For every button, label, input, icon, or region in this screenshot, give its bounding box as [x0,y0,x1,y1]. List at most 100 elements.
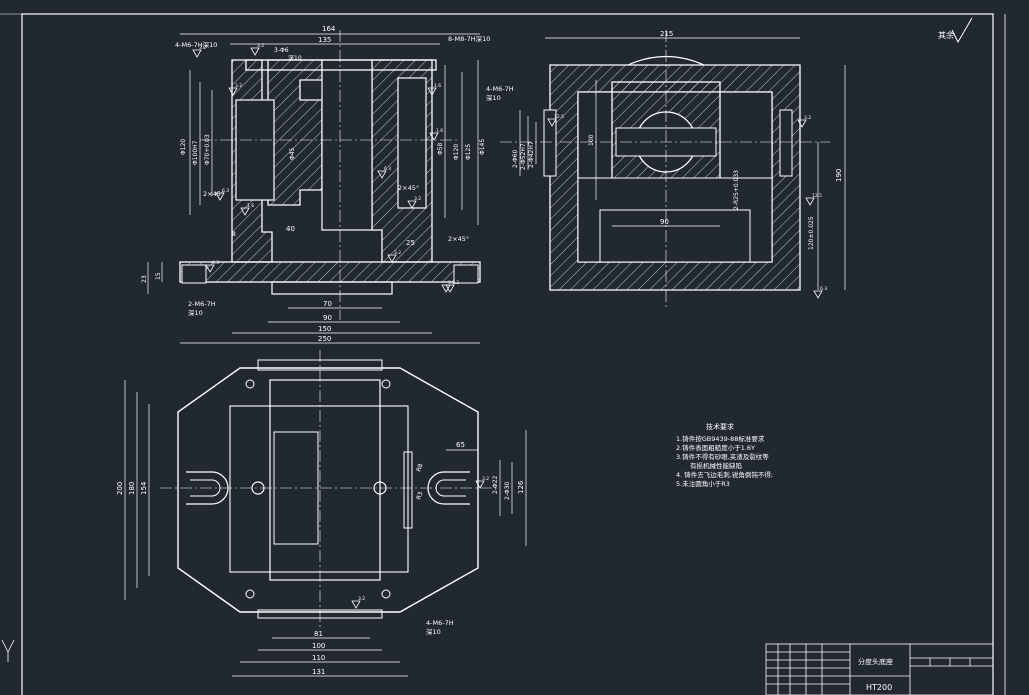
dim-front-d45: Φ45 [289,147,296,160]
dim-top-154: 154 [140,481,148,495]
dim-top-131: 131 [312,668,325,676]
roughness-symbol-icon [377,170,387,179]
roughness-value: 3.2 [257,43,264,49]
dim-side-d42: 2-Φ42H7 [528,141,535,168]
dim-front-25: 25 [406,239,415,247]
roughness-value: 3.2 [394,250,401,256]
roughness-value: 6.3 [222,188,229,194]
dim-front-150: 150 [318,325,331,333]
dim-top-thread: 4-M6-7H [426,619,454,627]
dim-front-chamfer1: 2×45° [203,190,224,198]
roughness-value: 3.2 [358,596,365,602]
roughness-symbol-icon [951,17,973,44]
ucs-axis-icon [1,639,15,662]
roughness-symbol-icon [387,254,397,263]
roughness-value: 12.5 [554,114,564,120]
dim-front-164: 164 [322,25,336,33]
roughness-value: 6.3 [384,166,391,172]
roughness-symbol-icon [805,197,815,206]
side-view: 215 4-M6-7H 深10 2-Φ60 2-Φ52H7 2-Φ42H7 10… [486,30,846,310]
front-view: 164 135 3-Φ6 深10 4-M6-7H深10 8-M8-7H深10 Φ… [141,25,490,344]
roughness-symbol-icon [475,480,485,489]
dim-top-thread-depth: 深10 [426,627,441,636]
dim-front-bore-top: 3-Φ6 [274,47,289,54]
dim-front-d100: Φ100H7 [192,140,199,165]
dim-front-bottom-depth: 深10 [188,308,203,317]
tech-req-line-6: 5.未注圆角小于R3 [676,479,730,488]
dim-front-250: 250 [318,335,331,343]
roughness-value: 3.2 [199,45,206,51]
dim-front-base-23: 23 [141,275,148,283]
dim-front-d120-left: Φ120 [180,139,187,155]
dim-front-135: 135 [318,36,331,44]
dim-front-chamfer3: 2×45° [448,235,469,243]
roughness-value: 6.3 [820,286,827,292]
roughness-symbol-icon [205,264,215,273]
dim-top-r3: R3 [415,491,424,501]
dim-top-200: 200 [116,482,124,495]
tech-requirements: 技术要求 1.铸件按GB9439-88标准要求 2.铸件表面粗糙度小于1.6Y … [676,422,773,488]
dim-front-70: 70 [323,300,332,308]
roughness-symbol-icon [250,47,260,56]
tech-req-title: 技术要求 [706,422,734,431]
dim-top-126: 126 [517,480,525,494]
roughness-symbol-icon [813,290,823,299]
dim-front-bottom-thread: 2-M6-7H [188,300,216,308]
roughness-symbol-icon [427,87,437,96]
roughness-value: 1.6 [434,83,441,89]
roughness-symbol-icon [192,49,202,58]
roughness-value: 3.2 [482,476,489,482]
title-material: HT200 [866,683,892,692]
tech-req-line-3: 3.铸件不得有砂眼,夹渣及裂纹等 [676,452,769,461]
dim-top-180: 180 [128,482,136,495]
title-part-name: 分度头底座 [858,657,893,666]
roughness-symbol-icon [215,192,225,201]
roughness-symbol-icon [240,207,250,216]
dim-front-d58: Φ58 [437,142,444,155]
drawing-frame [0,13,994,695]
dim-top-81: 81 [314,630,323,638]
dim-side-d52: 2-Φ52H7 [520,143,527,170]
dim-side-90: 90 [660,218,669,226]
roughness-value: 3.2 [452,280,459,286]
dim-front-d120-right: Φ120 [453,144,460,160]
tech-req-line-2: 2.铸件表面粗糙度小于1.6Y [676,443,755,452]
dim-side-thread-depth: 深10 [486,93,501,102]
dim-side-215: 215 [660,30,673,38]
roughness-value: 1.6 [436,128,443,134]
dim-side-r25: 2-R25+0.033 [733,170,740,210]
dim-side-d60: 2-Φ60 [512,149,519,168]
dim-front-chamfer2: 2×45° [398,184,419,192]
dim-front-d145: Φ145 [479,139,486,155]
dim-top-d30: 2-Φ30 [504,481,511,500]
dim-front-d70: Φ70+0.03 [204,134,211,165]
dim-top-65: 65 [456,441,465,449]
roughness-note: 其余 [938,30,954,40]
roughness-value: 3.2 [235,83,242,89]
dim-front-90: 90 [323,314,332,322]
dim-side-190: 190 [835,169,843,182]
dim-side-120: 120±0.025 [808,216,815,250]
dim-top-110: 110 [312,654,325,662]
roughness-symbol-icon [547,118,557,127]
roughness-value: 3.2 [448,280,455,286]
roughness-symbol-icon [797,119,807,128]
roughness-symbol-icon [351,600,361,609]
roughness-symbol-icon [228,87,238,96]
title-block [765,643,994,695]
dim-front-40: 40 [286,225,295,233]
roughness-value: 3.2 [414,196,421,202]
top-view: 200 180 154 R8 R3 65 2-Φ30 2-Φ22 126 4-M… [116,350,527,677]
dim-front-d125: Φ125 [465,144,472,160]
roughness-symbol-icon [407,200,417,209]
dim-front-thread-left: 4-M6-7H深10 [175,40,217,49]
roughness-symbol-icon [445,284,455,293]
dim-top-100: 100 [312,642,325,650]
dim-top-d22: 2-Φ22 [492,475,499,494]
tech-req-line-1: 1.铸件按GB9439-88标准要求 [676,434,765,443]
dim-front-bore-depth: 深10 [288,54,302,62]
roughness-symbol-icon [429,132,439,141]
tech-req-line-5: 4. 铸件去飞边毛刺,锐角倒钝不得; [676,470,773,479]
